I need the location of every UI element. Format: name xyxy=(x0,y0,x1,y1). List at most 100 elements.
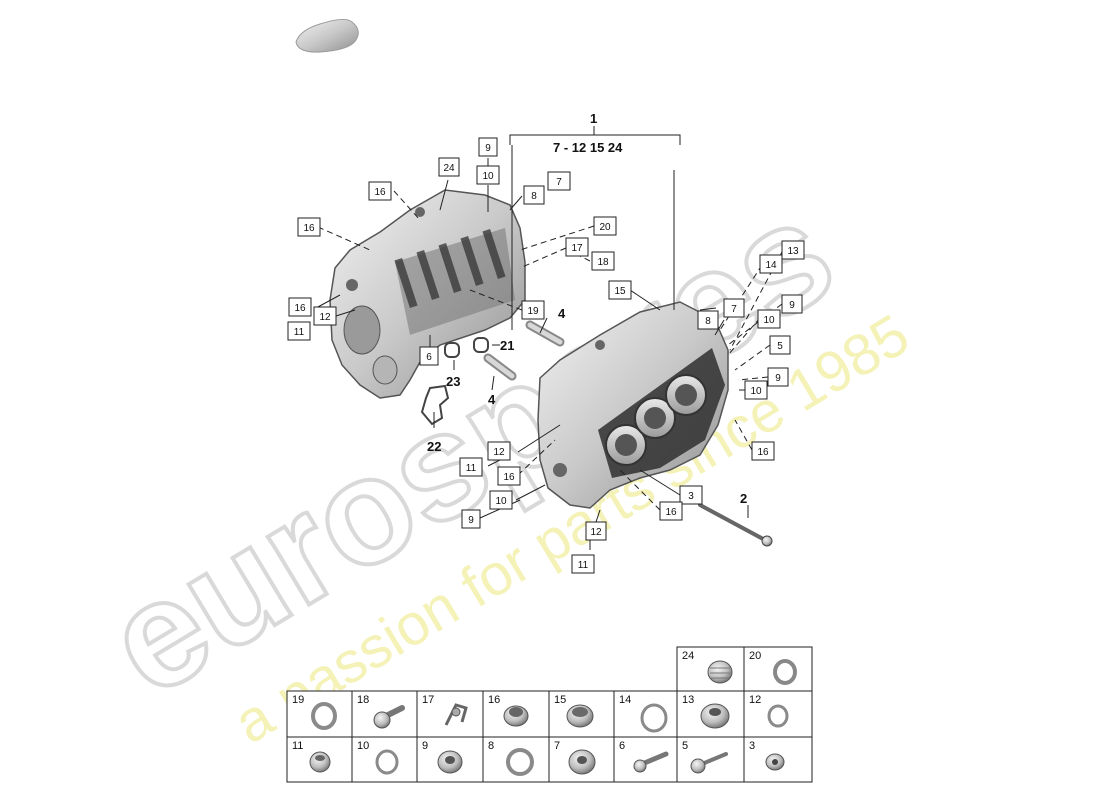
legend-cell-8: 8 xyxy=(482,736,550,783)
svg-text:19: 19 xyxy=(292,694,304,706)
legend-cell-10: 10 xyxy=(351,736,418,783)
car-silhouette-icon xyxy=(295,18,359,53)
callout-10b: 10 xyxy=(757,309,781,329)
through-bolt-2 xyxy=(698,503,773,547)
svg-text:11: 11 xyxy=(294,327,305,338)
leader-lines xyxy=(315,158,783,550)
svg-text:9: 9 xyxy=(422,740,428,752)
gasket-22 xyxy=(420,384,450,426)
callout-11a: 11 xyxy=(287,321,311,341)
svg-text:3: 3 xyxy=(749,740,755,752)
callout-6: 6 xyxy=(419,346,439,366)
svg-text:11: 11 xyxy=(466,463,477,474)
legend-cell-12: 12 xyxy=(743,690,813,738)
callout-12b: 12 xyxy=(487,441,511,461)
legend-cell-14: 14 xyxy=(613,690,678,738)
svg-text:16: 16 xyxy=(757,447,769,458)
callout-8a: 8 xyxy=(523,185,545,205)
legend-cell-9: 9 xyxy=(416,736,484,783)
legend-cell-6: 6 xyxy=(613,736,678,783)
dowel-pin-upper xyxy=(525,320,565,347)
legend-cell-16: 16 xyxy=(482,690,550,738)
callout-13: 13 xyxy=(781,240,805,260)
callout-16b: 16 xyxy=(297,217,321,237)
svg-text:12: 12 xyxy=(749,694,761,706)
svg-text:14: 14 xyxy=(765,260,777,271)
callout-11b: 11 xyxy=(459,457,483,477)
callout-9b: 9 xyxy=(781,294,803,314)
callout-9d: 9 xyxy=(461,509,481,529)
header-main-label: 1 xyxy=(590,111,597,126)
svg-text:8: 8 xyxy=(705,316,711,327)
callout-10a: 10 xyxy=(476,165,500,185)
svg-text:5: 5 xyxy=(682,740,688,752)
svg-text:18: 18 xyxy=(357,694,369,706)
svg-text:10: 10 xyxy=(750,386,762,397)
svg-text:8: 8 xyxy=(488,740,494,752)
callout-3: 3 xyxy=(679,485,703,505)
crankcase-left-half xyxy=(329,189,526,399)
legend-cell-24: 24 xyxy=(676,646,745,692)
callout-14: 14 xyxy=(759,254,783,274)
svg-text:13: 13 xyxy=(787,246,799,257)
svg-text:17: 17 xyxy=(422,694,434,706)
svg-text:14: 14 xyxy=(619,694,631,706)
label-21: 21 xyxy=(500,338,514,353)
legend-cell-13: 13 xyxy=(676,690,745,738)
legend-cell-15: 15 xyxy=(548,690,615,738)
label-4-lower: 4 xyxy=(488,392,496,407)
svg-text:24: 24 xyxy=(682,650,694,662)
legend-cell-17: 17 xyxy=(416,690,484,738)
header-bracket xyxy=(509,126,681,330)
callout-7a: 7 xyxy=(547,171,571,191)
legend-cell-3: 3 xyxy=(743,736,813,783)
legend-cell-18: 18 xyxy=(351,690,418,738)
svg-text:19: 19 xyxy=(527,306,539,317)
seal-ring-21 xyxy=(473,337,489,353)
legend-cell-11: 11 xyxy=(286,736,353,783)
callout-16d: 16 xyxy=(751,441,775,461)
svg-text:16: 16 xyxy=(665,507,677,518)
callout-5: 5 xyxy=(769,335,791,355)
legend-cell-19: 19 xyxy=(286,690,353,738)
callout-15: 15 xyxy=(608,280,632,300)
svg-text:7: 7 xyxy=(731,304,737,315)
callout-9a: 9 xyxy=(478,137,498,157)
svg-text:15: 15 xyxy=(614,286,626,297)
svg-text:15: 15 xyxy=(554,694,566,706)
callout-18: 18 xyxy=(591,251,615,271)
callout-16c: 16 xyxy=(288,297,312,317)
svg-text:10: 10 xyxy=(357,740,369,752)
svg-text:10: 10 xyxy=(763,315,775,326)
svg-text:16: 16 xyxy=(294,303,306,314)
svg-text:10: 10 xyxy=(495,496,507,507)
callout-10c: 10 xyxy=(744,380,768,400)
label-23: 23 xyxy=(446,374,460,389)
legend-cell-7: 7 xyxy=(548,736,615,783)
crankcase-right-half xyxy=(537,301,729,509)
svg-text:9: 9 xyxy=(485,143,491,154)
callout-20: 20 xyxy=(593,216,617,236)
callout-16f: 16 xyxy=(659,501,683,521)
svg-text:9: 9 xyxy=(789,300,795,311)
callout-19: 19 xyxy=(521,300,545,320)
legend-cell-20: 20 xyxy=(743,646,813,692)
svg-text:7: 7 xyxy=(556,177,562,188)
svg-text:6: 6 xyxy=(619,740,625,752)
callout-11c: 11 xyxy=(571,554,595,574)
svg-text:24: 24 xyxy=(443,163,455,174)
callout-10d: 10 xyxy=(489,490,513,510)
svg-text:11: 11 xyxy=(292,740,303,752)
callout-16e: 16 xyxy=(497,466,521,486)
svg-text:12: 12 xyxy=(319,312,331,323)
svg-text:11: 11 xyxy=(578,560,589,571)
svg-text:12: 12 xyxy=(590,527,602,538)
callout-16a: 16 xyxy=(368,181,392,201)
svg-text:6: 6 xyxy=(426,352,432,363)
callout-17: 17 xyxy=(565,237,589,257)
svg-text:16: 16 xyxy=(303,223,315,234)
svg-text:12: 12 xyxy=(493,447,505,458)
callout-12a: 12 xyxy=(313,306,337,326)
dowel-pin-lower xyxy=(483,353,517,381)
